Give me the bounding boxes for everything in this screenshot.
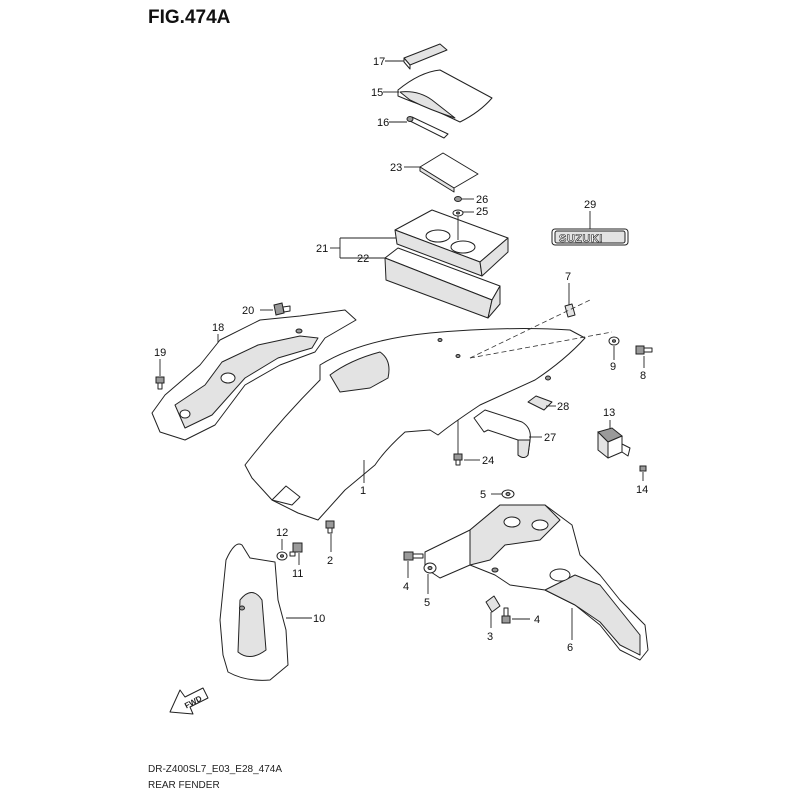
part-12-washer[interactable]: [276, 551, 288, 561]
model-code: DR-Z400SL7_E03_E28_474A: [148, 764, 282, 775]
part-23-pad[interactable]: [419, 152, 479, 193]
callout-18[interactable]: 18: [212, 322, 224, 334]
part-6-fender-bracket[interactable]: [424, 504, 649, 661]
part-28-clip[interactable]: [527, 395, 553, 411]
part-18-side-cover[interactable]: [151, 309, 357, 441]
callout-8[interactable]: 8: [640, 370, 646, 382]
part-3-nut-clip[interactable]: [485, 595, 501, 613]
part-20-bolt[interactable]: [273, 302, 291, 316]
part-4-bolt-right[interactable]: [501, 607, 511, 624]
callout-23[interactable]: 23: [390, 162, 402, 174]
callout-24[interactable]: 24: [482, 455, 494, 467]
emblem-text: SUZUKI: [559, 233, 603, 245]
callout-15[interactable]: 15: [371, 87, 383, 99]
callout-28[interactable]: 28: [557, 401, 569, 413]
callout-14[interactable]: 14: [636, 484, 648, 496]
part-2-screw[interactable]: [325, 520, 335, 534]
part-29-suzuki-emblem[interactable]: SUZUKI: [551, 228, 629, 246]
part-5-grommet-top[interactable]: [501, 489, 515, 499]
callout-16[interactable]: 16: [377, 117, 389, 129]
part-9-washer[interactable]: [608, 336, 620, 346]
part-5-grommet-lower[interactable]: [423, 562, 437, 574]
part-27-grip-handle[interactable]: [473, 409, 531, 458]
callout-6[interactable]: 6: [567, 642, 573, 654]
callout-4-left[interactable]: 4: [403, 581, 409, 593]
callout-1[interactable]: 1: [360, 485, 366, 497]
part-1-rear-fender[interactable]: [244, 299, 613, 521]
callout-4-right[interactable]: 4: [534, 614, 540, 626]
callout-2[interactable]: 2: [327, 555, 333, 567]
callout-10[interactable]: 10: [313, 613, 325, 625]
part-24-screw[interactable]: [453, 453, 463, 466]
part-10-mud-flap[interactable]: [219, 543, 289, 681]
callout-13[interactable]: 13: [603, 407, 615, 419]
part-19-screw[interactable]: [155, 376, 165, 390]
callout-9[interactable]: 9: [610, 361, 616, 373]
callout-5-lower[interactable]: 5: [424, 597, 430, 609]
callout-21[interactable]: 21: [316, 243, 328, 255]
callout-27[interactable]: 27: [544, 432, 556, 444]
callout-5-top[interactable]: 5: [480, 489, 486, 501]
callout-11[interactable]: 11: [292, 568, 303, 580]
callout-22[interactable]: 22: [357, 253, 369, 265]
part-14-screw[interactable]: [639, 465, 647, 472]
callout-19[interactable]: 19: [154, 347, 166, 359]
callout-17[interactable]: 17: [373, 56, 385, 68]
callout-29[interactable]: 29: [584, 199, 596, 211]
part-11-bolt[interactable]: [289, 542, 303, 557]
callout-25[interactable]: 25: [476, 206, 488, 218]
part-25-washer[interactable]: [452, 209, 464, 217]
section-name: REAR FENDER: [148, 780, 220, 791]
callout-26[interactable]: 26: [476, 194, 488, 206]
part-7-clip[interactable]: [564, 303, 576, 318]
callout-12[interactable]: 12: [276, 527, 288, 539]
fwd-direction-arrow: FWD: [169, 687, 209, 715]
part-17-strap[interactable]: [403, 43, 448, 70]
part-13-relay[interactable]: [597, 427, 631, 459]
callout-3[interactable]: 3: [487, 631, 493, 643]
part-4-bolt-left[interactable]: [403, 551, 424, 561]
callout-20[interactable]: 20: [242, 305, 254, 317]
part-15-tool-bag[interactable]: [397, 69, 493, 123]
part-16-tool-pin[interactable]: [406, 116, 449, 139]
part-22-tool-box[interactable]: [384, 247, 501, 319]
part-21-tool-box-cover[interactable]: [394, 209, 509, 277]
callout-7[interactable]: 7: [565, 271, 571, 283]
figure-title: FIG.474A: [148, 7, 231, 28]
part-8-bolt[interactable]: [635, 345, 653, 355]
part-26-nut[interactable]: [454, 196, 462, 202]
